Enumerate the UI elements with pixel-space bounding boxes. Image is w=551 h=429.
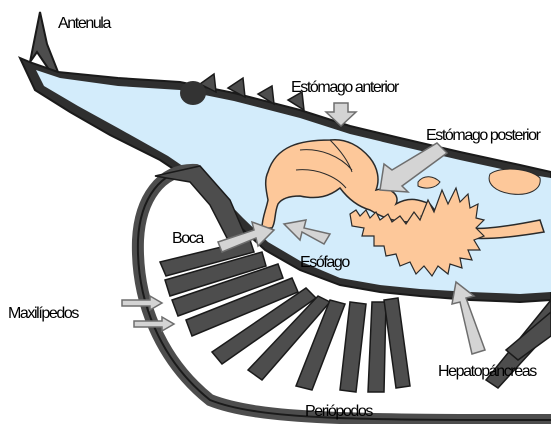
label-esophagus: Esófago [300, 255, 349, 271]
label-antennule: Antenula [58, 16, 110, 32]
label-anterior-stomach: Estómago anterior [291, 80, 398, 96]
label-mouth: Boca [172, 231, 203, 247]
label-pereiopods: Periópodos [305, 404, 372, 420]
label-posterior-stomach: Estómago posterior [426, 128, 540, 144]
label-maxillipeds: Maxilípedos [8, 306, 78, 322]
eye [180, 81, 206, 105]
label-hepatopancreas: Hepatopáncreas [438, 364, 536, 380]
